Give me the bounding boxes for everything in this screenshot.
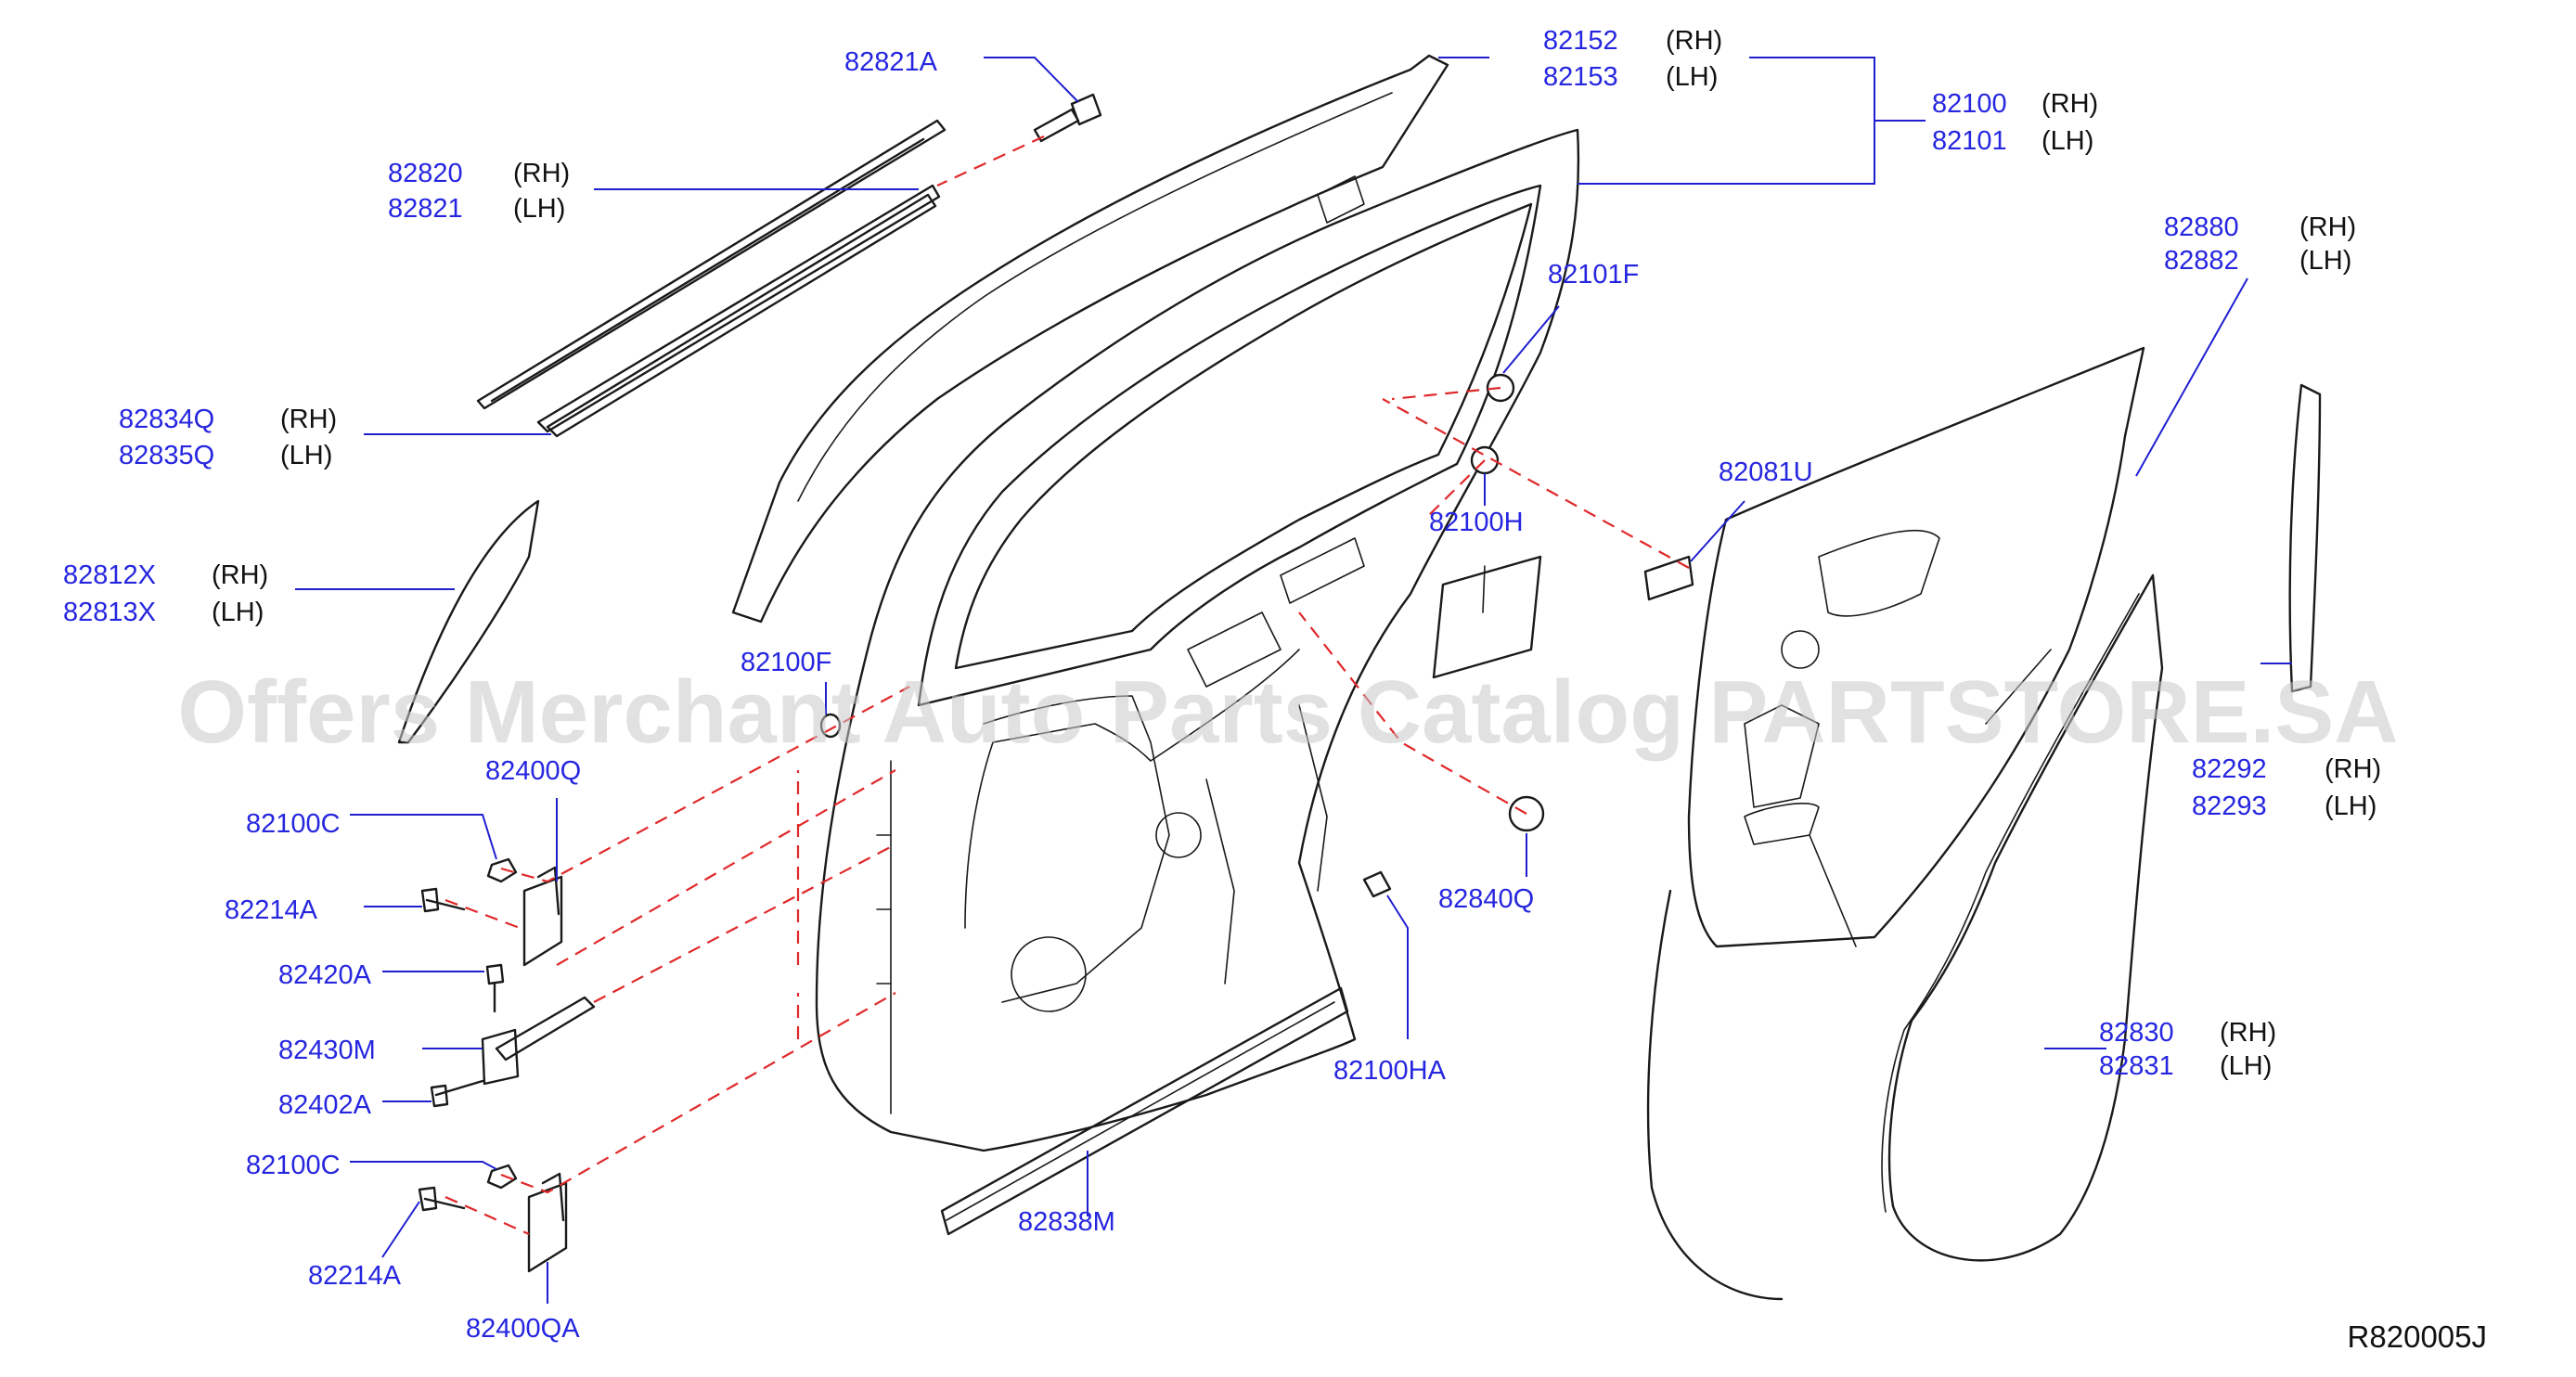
callout-82835q: 82835Q [119, 441, 214, 470]
callout-82153-side: (LH) [1666, 62, 1718, 92]
callout-82400qa: 82400QA [466, 1314, 580, 1344]
callout-82880: 82880 [2164, 212, 2239, 242]
callout-82812x-side: (RH) [212, 560, 268, 590]
callout-82813x: 82813X [63, 598, 156, 627]
callout-82292: 82292 [2192, 754, 2267, 784]
bolt-82821a [1033, 93, 1102, 143]
callout-82100ha: 82100HA [1333, 1056, 1447, 1086]
callout-82821a: 82821A [844, 47, 938, 77]
reference-code: R820005J [2348, 1319, 2487, 1354]
callout-82831-side: (LH) [2220, 1051, 2272, 1081]
callout-82834q-side: (RH) [280, 405, 337, 434]
callout-82812x: 82812X [63, 560, 156, 590]
door-weatherstrip [1646, 573, 2164, 1301]
callout-82834q: 82834Q [119, 405, 214, 434]
callout-82831: 82831 [2099, 1051, 2174, 1081]
callout-82821: 82821 [388, 194, 463, 224]
sealing-screen [1432, 555, 1542, 679]
callout-82100-side: (RH) [2041, 89, 2098, 119]
callout-82152: 82152 [1543, 26, 1618, 56]
callout-82838m: 82838M [1018, 1207, 1115, 1237]
lower-moulding [940, 986, 1349, 1236]
callout-82840q: 82840Q [1438, 884, 1534, 914]
callout-82081u: 82081U [1719, 457, 1813, 487]
callout-82835q-side: (LH) [280, 441, 332, 470]
watermark: Offers Merchant Auto Parts Catalog PARTS… [177, 663, 2398, 762]
callout-82214a-lower: 82214A [308, 1261, 402, 1291]
callout-82402a: 82402A [278, 1090, 372, 1120]
callout-labels: 82821A 82152 (RH) 82153 (LH) 82100 (RH) … [63, 26, 2381, 1344]
leader-lines [295, 57, 2292, 1304]
callout-82820-side: (RH) [513, 159, 570, 188]
callout-82813x-side: (LH) [212, 598, 264, 627]
callout-82830: 82830 [2099, 1018, 2174, 1048]
callout-82882: 82882 [2164, 246, 2239, 276]
hinge-hardware [418, 857, 596, 1273]
callout-82820: 82820 [388, 159, 463, 188]
callout-82100c-upper: 82100C [246, 809, 341, 839]
callout-82292-side: (RH) [2325, 754, 2381, 784]
callout-82880-side: (RH) [2299, 212, 2356, 242]
callout-82830-side: (RH) [2220, 1018, 2276, 1048]
callout-82100c-lower: 82100C [246, 1151, 341, 1180]
callout-82882-side: (LH) [2299, 246, 2351, 276]
callout-82100h: 82100H [1429, 508, 1524, 537]
triangle-garnish [397, 499, 540, 744]
callout-82293-side: (LH) [2325, 791, 2376, 821]
callout-82101f: 82101F [1548, 260, 1639, 290]
callout-82100: 82100 [1932, 89, 2007, 119]
callout-82100f: 82100F [741, 648, 831, 677]
plug-82081u [1643, 555, 1694, 601]
callout-82400q: 82400Q [485, 756, 581, 786]
belt-moulding [476, 119, 947, 433]
pillar-garnish [2288, 383, 2322, 693]
window-sash [731, 54, 1449, 624]
callout-82101: 82101 [1932, 126, 2007, 156]
callout-82101-side: (LH) [2041, 126, 2093, 156]
callout-82293: 82293 [2192, 791, 2267, 821]
callout-82430m: 82430M [278, 1036, 376, 1065]
callout-82420a: 82420A [278, 960, 372, 990]
inner-weatherstrip [546, 193, 937, 438]
door-trim-panel [1687, 346, 2145, 948]
assembly-lines [444, 135, 1690, 1236]
callout-82153: 82153 [1543, 62, 1618, 92]
clips [819, 373, 1545, 898]
callout-82214a-upper: 82214A [225, 895, 318, 925]
callout-82821-side: (LH) [513, 194, 565, 224]
door-shell [815, 128, 1580, 1152]
callout-82152-side: (RH) [1666, 26, 1722, 56]
